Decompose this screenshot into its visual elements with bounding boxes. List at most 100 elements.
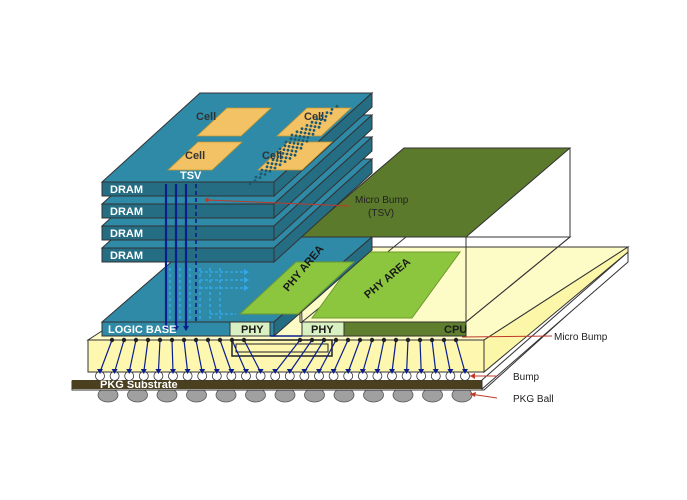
dram-cell	[275, 107, 353, 137]
tsv-dot	[324, 115, 328, 118]
micro-bump	[217, 337, 223, 343]
dram-layer-front	[101, 203, 275, 219]
wiring-line	[195, 339, 203, 373]
wiring-line	[318, 339, 337, 373]
wiring-line	[157, 339, 161, 373]
wiring-arrow	[432, 369, 439, 374]
tsv-dot	[310, 120, 314, 124]
dram-layer-front	[101, 247, 275, 263]
tsv-dot	[266, 161, 270, 165]
wiring-line	[347, 339, 361, 373]
tsv-dot	[270, 162, 274, 166]
wiring-arrow	[184, 369, 191, 374]
tsv-dot	[289, 137, 293, 141]
wiring-line	[231, 339, 247, 373]
micro-bump	[181, 337, 187, 343]
wiring-line	[455, 339, 466, 373]
tsv-dot	[288, 157, 292, 160]
tsv-dot	[278, 163, 282, 167]
wiring-line	[376, 339, 385, 373]
wiring-arrow	[170, 369, 176, 374]
tsv-dot	[254, 175, 258, 179]
callout-pkg-ball: PKG Ball	[513, 394, 554, 405]
tsv-dot	[320, 114, 324, 118]
wiring-line	[114, 339, 125, 373]
wiring-line	[207, 339, 218, 373]
wiring-line	[289, 339, 313, 373]
tsv-dot	[295, 146, 299, 150]
micro-bump	[157, 337, 163, 343]
tsv-dot	[309, 124, 313, 128]
wiring-line	[143, 339, 149, 373]
tsv-dot	[273, 166, 277, 170]
micro-bump	[297, 337, 303, 343]
micro-bump	[229, 337, 235, 343]
wiring-line	[391, 339, 397, 373]
cell-label: Cell	[196, 111, 216, 123]
micro-bump	[193, 337, 199, 343]
wiring-arrow	[316, 369, 322, 374]
wiring-arrow	[462, 369, 468, 374]
tsv-dot	[319, 118, 323, 121]
tsv-dot	[306, 136, 310, 139]
tsv-dot	[290, 133, 294, 137]
tsv-arrow	[173, 326, 179, 331]
tsv-dot	[259, 172, 263, 176]
tsv-dot	[280, 155, 284, 159]
signal-arrow	[244, 277, 249, 283]
tsv-dot	[272, 154, 276, 158]
cpu-phy-block	[301, 321, 345, 337]
micro-bump	[309, 337, 315, 343]
tsv-dot	[288, 141, 292, 145]
pkg-substrate-label: PKG Substrate	[100, 379, 178, 391]
tsv-dot	[285, 152, 289, 156]
tsv-dot	[278, 147, 282, 151]
cell-label: Cell	[304, 111, 324, 123]
tsv-dot	[308, 128, 312, 132]
tsv-columns	[163, 184, 302, 337]
micro-bump	[453, 337, 459, 343]
tsv-dot	[248, 182, 252, 186]
wiring-line	[303, 339, 325, 373]
callout-tsv: (TSV)	[368, 208, 394, 219]
tsv-dot	[271, 158, 275, 162]
micro-bump	[321, 337, 327, 343]
micro-bump	[345, 337, 351, 343]
tsv-dot	[312, 129, 316, 132]
wiring-line	[443, 339, 451, 373]
tsv-dot	[264, 169, 268, 173]
tsv-dot	[268, 169, 272, 173]
tsv-dot	[314, 121, 318, 125]
tsv-dot	[307, 132, 311, 136]
tsv-dot	[289, 153, 293, 157]
tsv-dot	[292, 141, 296, 145]
dram-label: DRAM	[110, 228, 143, 240]
pkg-substrate-front	[72, 380, 482, 389]
tsv-dot	[290, 149, 294, 153]
tsv-dot	[275, 159, 279, 162]
tsv-dot	[303, 131, 307, 135]
tsv-dot	[315, 117, 319, 121]
callout-line-micro-bump	[461, 335, 553, 338]
wiring-line	[183, 339, 189, 373]
tsv-dot	[302, 135, 306, 139]
wiring-line	[333, 339, 349, 373]
callout-micro-bump-tsv: Micro Bump	[355, 195, 409, 206]
tsv-dot	[300, 143, 304, 146]
wiring-line	[128, 339, 137, 373]
micro-bump	[357, 337, 363, 343]
tsv-dot	[329, 111, 333, 115]
logic-phy-label: PHY	[241, 324, 264, 336]
pkg-substrate-side	[481, 250, 629, 391]
tsv-dot	[284, 156, 288, 160]
tsv-dot	[260, 168, 264, 172]
micro-bump	[121, 337, 127, 343]
tsv-dot	[305, 139, 309, 143]
wiring-arrow	[403, 369, 410, 374]
tsv-dot	[298, 134, 302, 138]
wiring-line	[243, 339, 262, 373]
tsv-dot	[283, 160, 287, 164]
tsv-dot	[282, 148, 286, 152]
